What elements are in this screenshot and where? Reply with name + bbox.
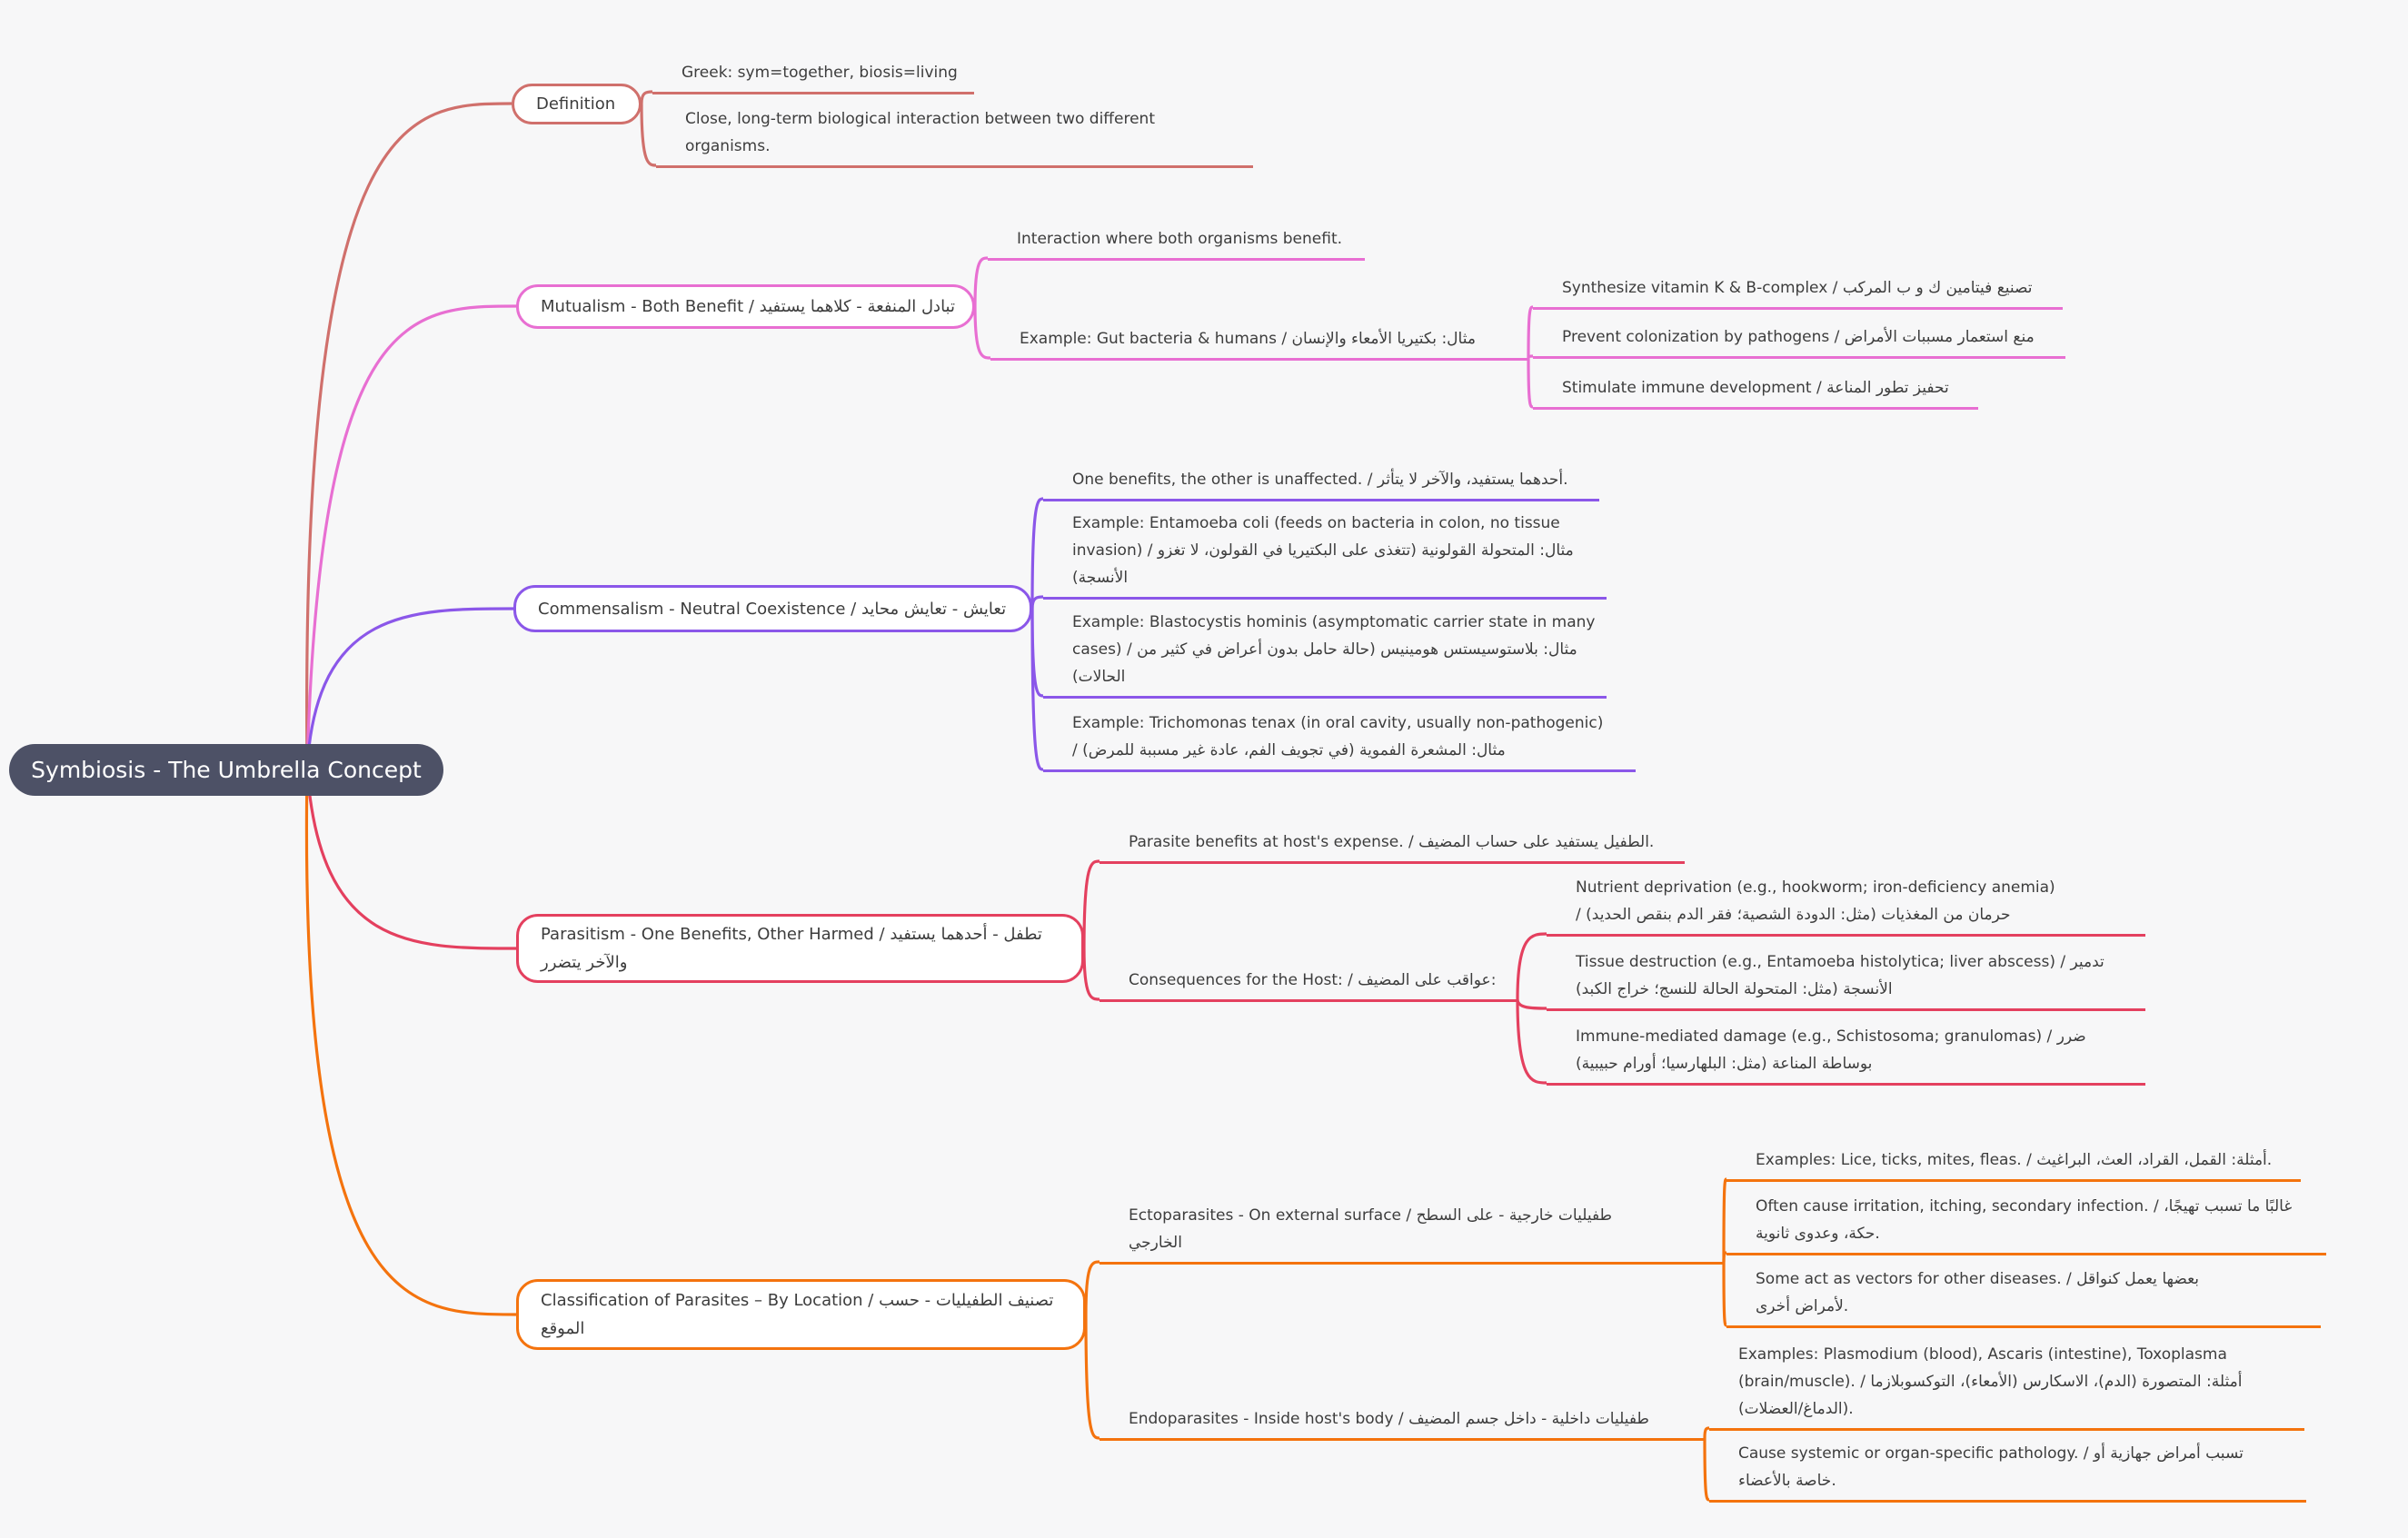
leaf-stimulate-immune[interactable]: Stimulate immune development / تحفيز تطو… (1533, 374, 1978, 410)
link-ecto-irritation (1722, 1251, 1727, 1263)
leaf-tissue-destruction[interactable]: Tissue destruction (e.g., Entamoeba hist… (1547, 948, 2145, 1011)
leaf-parasite-expense[interactable]: Parasite benefits at host's expense. / ا… (1100, 829, 1685, 864)
leaf-close-interaction[interactable]: Close, long-term biological interaction … (656, 105, 1253, 168)
branch-node-classification[interactable]: Classification of Parasites – By Locatio… (516, 1279, 1086, 1350)
link-par-expense (1082, 859, 1100, 949)
branch-node-parasitism[interactable]: Parasitism - One Benefits, Other Harmed … (516, 914, 1084, 983)
leaf-trichomonas[interactable]: Example: Trichomonas tenax (in oral cavi… (1043, 709, 1636, 772)
leaf-ectoparasites[interactable]: Ectoparasites - On external surface / طف… (1100, 1202, 1724, 1265)
leaf-consequences-host[interactable]: Consequences for the Host: / عواقب على ا… (1100, 967, 1517, 1002)
link-com-entamoeba (1030, 595, 1044, 610)
link-root-definition (305, 102, 512, 769)
link-par-consequences (1082, 948, 1100, 1001)
leaf-irritation[interactable]: Often cause irritation, itching, seconda… (1726, 1193, 2326, 1255)
link-gut-prevent (1527, 354, 1534, 359)
link-endo-pathology (1703, 1437, 1710, 1502)
leaf-one-benefits[interactable]: One benefits, the other is unaffected. /… (1043, 466, 1599, 501)
branch-node-definition[interactable]: Definition (512, 84, 642, 124)
leaf-vectors[interactable]: Some act as vectors for other diseases. … (1726, 1265, 2321, 1328)
link-cons-nutrient (1516, 932, 1547, 1000)
leaf-endoparasites[interactable]: Endoparasites - Inside host's body / طفي… (1100, 1405, 1705, 1441)
leaf-gut-bacteria[interactable]: Example: Gut bacteria & humans / مثال: ب… (990, 325, 1528, 361)
link-root-mutualism (305, 304, 517, 769)
link-gut-stimulate (1527, 357, 1534, 409)
branch-node-commensalism[interactable]: Commensalism - Neutral Coexistence / تعا… (513, 585, 1032, 632)
branch-node-mutualism[interactable]: Mutualism - Both Benefit / تبادل المنفعة… (516, 284, 975, 329)
link-cons-tissue (1516, 998, 1547, 1010)
link-cls-ecto (1084, 1260, 1100, 1315)
link-com-one (1030, 497, 1044, 610)
leaf-plasmodium[interactable]: Examples: Plasmodium (blood), Ascaris (i… (1709, 1341, 2304, 1431)
link-endo-plasmodium (1703, 1426, 1710, 1439)
leaf-lice-ticks[interactable]: Examples: Lice, ticks, mites, fleas. / أ… (1726, 1146, 2301, 1182)
leaf-blastocystis[interactable]: Example: Blastocystis hominis (asymptoma… (1043, 609, 1607, 699)
leaf-synthesize-vitamin[interactable]: Synthesize vitamin K & B-complex / تصنيع… (1533, 274, 2063, 310)
link-cons-immune (1516, 998, 1547, 1085)
link-ecto-lice (1722, 1177, 1728, 1263)
link-root-parasitism (305, 768, 517, 950)
root-node[interactable]: Symbiosis - The Umbrella Concept (9, 744, 443, 796)
link-com-tricho (1030, 608, 1044, 771)
leaf-nutrient-deprivation[interactable]: Nutrient deprivation (e.g., hookworm; ir… (1547, 874, 2145, 937)
link-root-commensalism (305, 607, 514, 769)
leaf-immune-damage[interactable]: Immune-mediated damage (e.g., Schistosom… (1547, 1023, 2145, 1086)
link-ecto-vectors (1722, 1261, 1727, 1327)
link-mut-interaction (973, 256, 989, 307)
link-def-greek (640, 90, 653, 104)
leaf-entamoeba-coli[interactable]: Example: Entamoeba coli (feeds on bacter… (1043, 510, 1607, 600)
link-mut-example (973, 305, 991, 360)
link-def-close (640, 103, 657, 167)
leaf-pathology[interactable]: Cause systemic or organ-specific patholo… (1709, 1440, 2306, 1503)
leaf-greek-origin[interactable]: Greek: sym=together, biosis=living (652, 59, 974, 94)
link-gut-synthesize (1527, 305, 1534, 359)
leaf-interaction-benefit[interactable]: Interaction where both organisms benefit… (988, 225, 1365, 261)
link-cls-endo (1084, 1314, 1100, 1440)
link-root-classification (304, 768, 517, 1316)
leaf-prevent-colonization[interactable]: Prevent colonization by pathogens / منع … (1533, 323, 2065, 359)
